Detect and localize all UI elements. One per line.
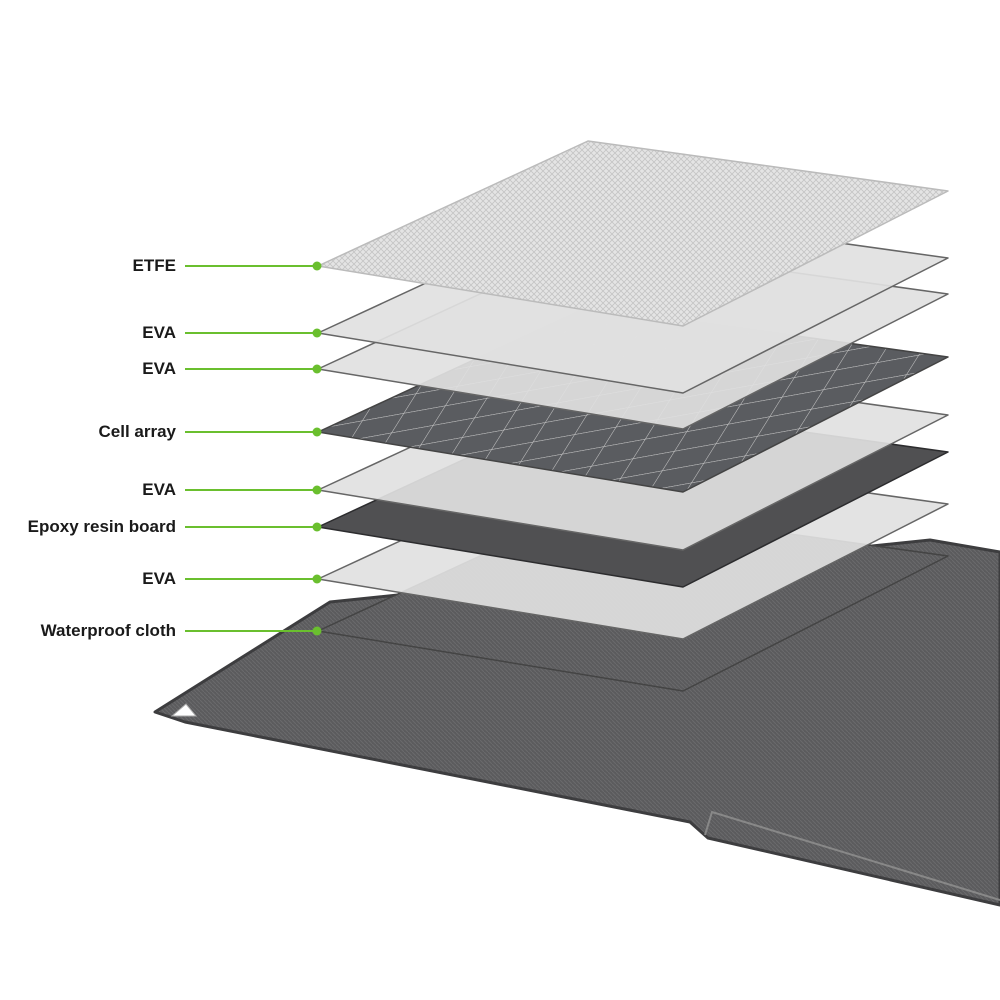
layer-label: EVA (142, 569, 176, 588)
layer-etfe (317, 140, 949, 327)
leader-dot (312, 427, 322, 437)
leader-dot (312, 522, 322, 532)
leader-dot (312, 261, 322, 271)
leader-dot (312, 574, 322, 584)
leader-dot (312, 364, 322, 374)
leader-dot (312, 328, 322, 338)
layer-label: Cell array (98, 422, 177, 441)
layer-label: ETFE (132, 256, 176, 275)
layer-label: EVA (142, 359, 176, 378)
layer-label: EVA (142, 323, 176, 342)
leader-dot (312, 626, 322, 636)
layer-label: Epoxy resin board (27, 517, 176, 536)
layer-label: EVA (142, 480, 176, 499)
layer-label: Waterproof cloth (40, 621, 176, 640)
leader-dot (312, 485, 322, 495)
